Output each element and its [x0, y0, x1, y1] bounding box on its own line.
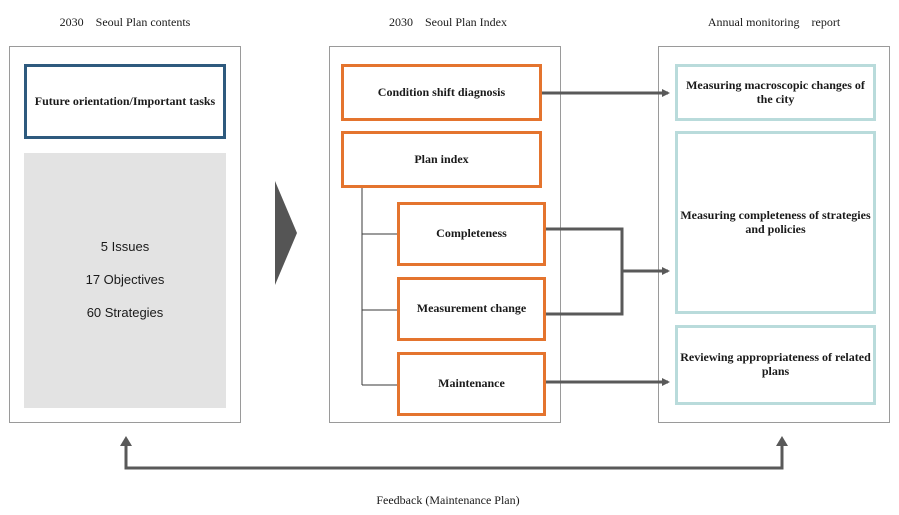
measurement-change-box: Measurement change [397, 277, 546, 341]
objectives-count: 17 Objectives [85, 272, 165, 288]
issues-objectives-strategies-box: 5 Issues 17 Objectives 60 Strategies [24, 153, 226, 408]
strategies-count: 60 Strategies [86, 304, 164, 320]
feedback-arrow-left-icon [120, 436, 132, 446]
flow-chevron-icon [275, 181, 297, 285]
plan-index-label: Plan index [414, 151, 469, 166]
header-monitoring-report: Annual monitoring report [707, 15, 841, 29]
condition-shift-box: Condition shift diagnosis [341, 64, 542, 121]
macroscopic-changes-box: Measuring macroscopic changes of the cit… [675, 64, 876, 121]
related-plans-label: Reviewing appropriateness of related pla… [680, 350, 871, 378]
completeness-strategies-label: Measuring completeness of strategies and… [680, 207, 871, 236]
issues-count: 5 Issues [100, 239, 150, 255]
completeness-box: Completeness [397, 202, 546, 266]
feedback-arrow-right-icon [776, 436, 788, 446]
feedback-label: Feedback (Maintenance Plan) [376, 493, 520, 507]
header-plan-index: 2030 Seoul Plan Index [389, 15, 507, 29]
completeness-strategies-box: Measuring completeness of strategies and… [675, 131, 876, 314]
related-plans-box: Reviewing appropriateness of related pla… [675, 325, 876, 405]
condition-shift-label: Condition shift diagnosis [377, 84, 506, 99]
measurement-change-label: Measurement change [416, 301, 527, 316]
feedback-loop-line [124, 445, 784, 470]
future-orientation-label: Future orientation/Important tasks [34, 93, 216, 108]
future-orientation-box: Future orientation/Important tasks [24, 64, 226, 139]
header-plan-contents: 2030 Seoul Plan contents [59, 15, 191, 29]
completeness-label: Completeness [436, 226, 507, 241]
monitoring-report-panel [658, 46, 890, 423]
plan-index-box: Plan index [341, 131, 542, 188]
maintenance-label: Maintenance [438, 376, 505, 391]
maintenance-box: Maintenance [397, 352, 546, 416]
macroscopic-changes-label: Measuring macroscopic changes of the cit… [686, 77, 865, 106]
